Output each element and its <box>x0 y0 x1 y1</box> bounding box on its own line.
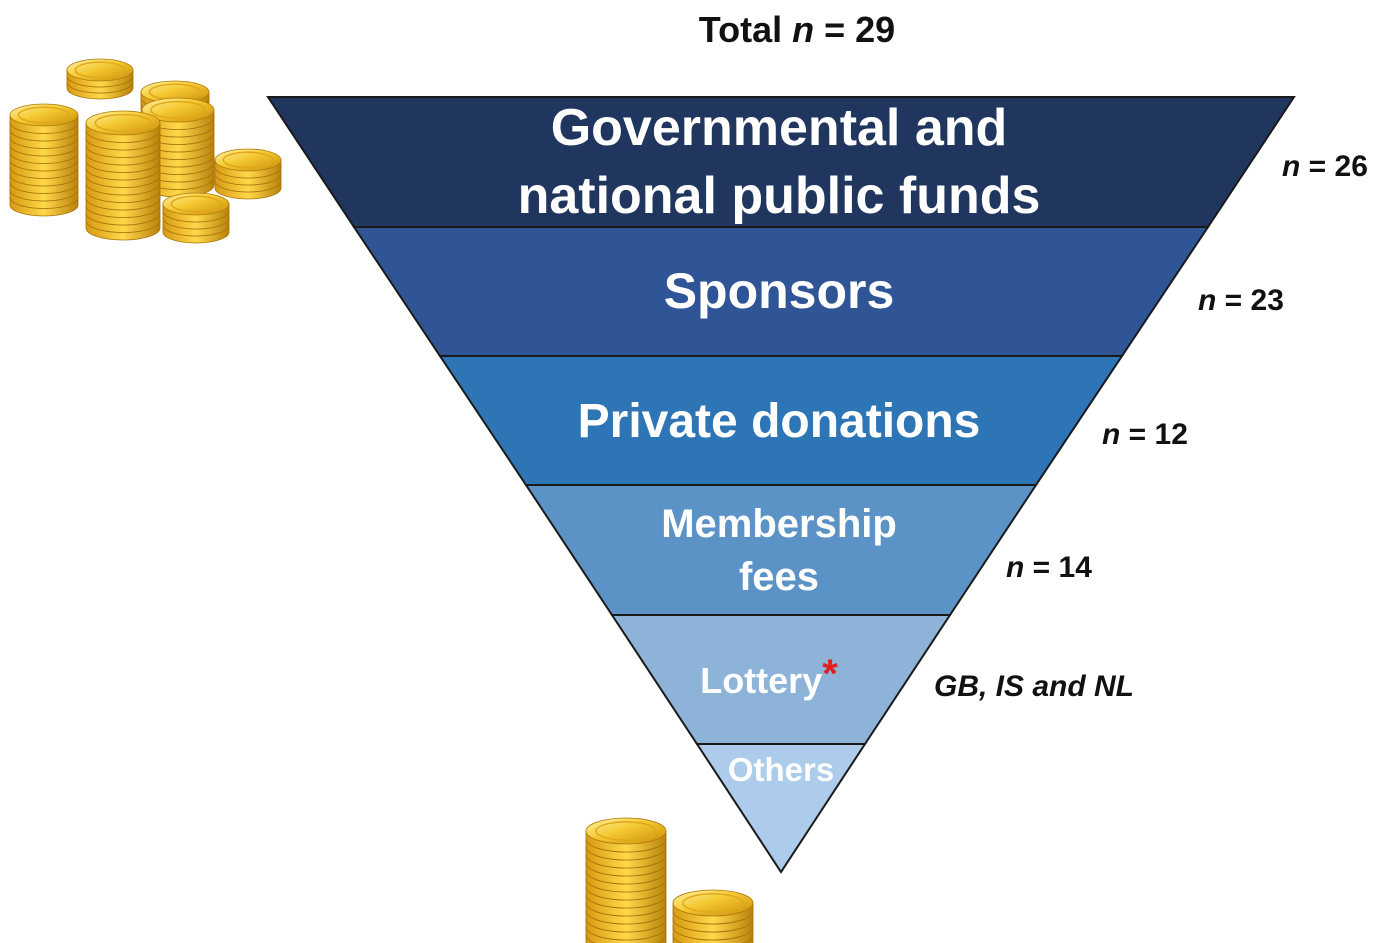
tier-lottery-label: Lottery* <box>700 652 838 701</box>
tier-governmental-label-line1: Governmental and <box>551 99 1008 157</box>
total-suffix: = 29 <box>814 9 895 50</box>
tier-membership-label-line1: Membership <box>661 502 897 546</box>
count-sponsors: n = 23 <box>1198 284 1284 317</box>
funnel <box>266 96 1296 874</box>
total-prefix: Total <box>699 9 792 50</box>
total-variable: n <box>792 9 814 50</box>
tier-others-band <box>695 743 867 874</box>
coin-stack-icon <box>585 817 754 943</box>
count-governmental: n = 26 <box>1282 150 1368 183</box>
tier-sponsors-label: Sponsors <box>664 263 895 319</box>
count-private-donations: n = 12 <box>1102 418 1188 451</box>
total-count-title: Total n = 29 <box>699 9 895 50</box>
tier-membership-label-line2: fees <box>739 555 819 599</box>
lottery-countries-note: GB, IS and NL <box>934 670 1134 703</box>
tier-private-donations-label: Private donations <box>578 395 981 448</box>
count-membership: n = 14 <box>1006 551 1092 584</box>
tier-lottery-name: Lottery <box>700 660 822 701</box>
coin-stack-icon <box>9 58 282 244</box>
tier-others-label: Others <box>728 751 834 788</box>
tier-governmental-label-line2: national public funds <box>518 167 1041 225</box>
lottery-asterisk: * <box>822 652 838 696</box>
